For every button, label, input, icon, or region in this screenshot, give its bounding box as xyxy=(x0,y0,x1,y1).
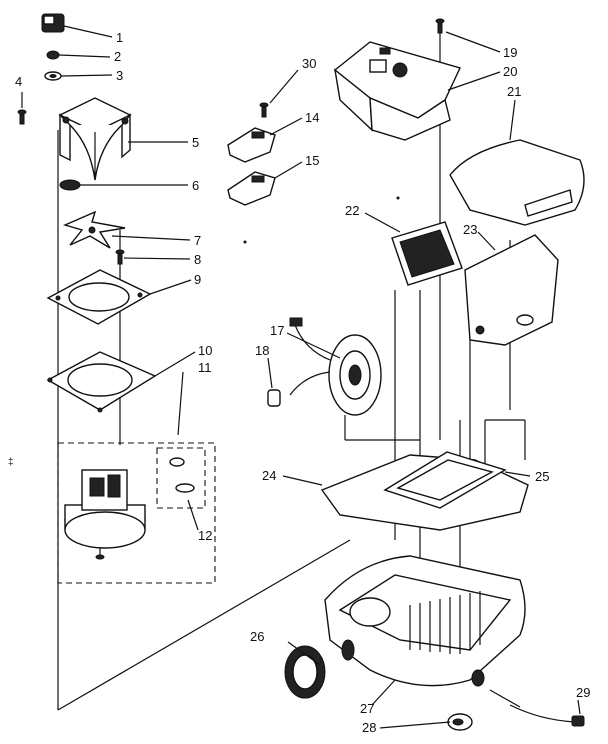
callout-29: 29 xyxy=(576,685,590,700)
part-28-caster xyxy=(447,713,473,731)
stray-mark: ‡ xyxy=(8,457,14,468)
callout-8: 8 xyxy=(194,252,201,267)
part-10-gasket-plate xyxy=(46,351,157,413)
callout-7: 7 xyxy=(194,233,201,248)
callout-28: 28 xyxy=(362,720,376,735)
part-6-hub xyxy=(59,179,81,191)
callout-9: 9 xyxy=(194,272,201,287)
callout-10: 10 xyxy=(198,343,212,358)
part-30-screw xyxy=(259,102,269,118)
callout-2: 2 xyxy=(114,49,121,64)
callout-3: 3 xyxy=(116,68,123,83)
callout-21: 21 xyxy=(507,84,521,99)
part-27-tank xyxy=(324,555,526,687)
part-11-motor-assembly xyxy=(57,442,216,584)
dot-mark xyxy=(243,240,247,244)
callout-15: 15 xyxy=(305,153,319,168)
dot-mark xyxy=(396,196,400,200)
leader-lines xyxy=(21,25,581,729)
callout-labels: 1 2 3 4 5 6 7 8 9 10 11 12 14 15 17 18 1… xyxy=(15,30,590,735)
part-20-top-cover xyxy=(333,41,461,141)
callout-6: 6 xyxy=(192,178,199,193)
part-8-screw xyxy=(115,249,125,265)
part-17-cord-reel xyxy=(289,317,382,416)
callout-1: 1 xyxy=(116,30,123,45)
callout-12: 12 xyxy=(198,528,212,543)
callout-25: 25 xyxy=(535,469,549,484)
part-7-impeller xyxy=(62,210,126,249)
part-15-latch xyxy=(227,171,276,206)
callout-30: 30 xyxy=(302,56,316,71)
callout-24: 24 xyxy=(262,468,276,483)
part-25-seal xyxy=(383,451,507,509)
part-14-latch xyxy=(227,127,276,163)
callout-17: 17 xyxy=(270,323,284,338)
callout-23: 23 xyxy=(463,222,477,237)
part-5-bracket xyxy=(58,97,132,181)
part-26-wheel xyxy=(284,645,326,699)
callout-22: 22 xyxy=(345,203,359,218)
part-2-nut xyxy=(46,50,60,60)
part-21-hood xyxy=(449,139,585,226)
part-19-screw xyxy=(435,18,445,34)
part-9-gasket-plate xyxy=(46,269,152,325)
callout-26: 26 xyxy=(250,629,264,644)
callout-18: 18 xyxy=(255,343,269,358)
callout-4: 4 xyxy=(15,74,22,89)
part-22-filter xyxy=(391,221,463,286)
part-4-screw xyxy=(17,109,27,125)
callout-20: 20 xyxy=(503,64,517,79)
callout-27: 27 xyxy=(360,701,374,716)
callout-5: 5 xyxy=(192,135,199,150)
callout-14: 14 xyxy=(305,110,319,125)
part-3-washer xyxy=(44,71,62,81)
part-18-fuse xyxy=(267,389,281,407)
part-23-bag xyxy=(464,234,559,346)
part-29-cord xyxy=(489,689,585,727)
callout-11: 11 xyxy=(198,360,212,375)
part-1-cap xyxy=(41,13,65,33)
callout-19: 19 xyxy=(503,45,517,60)
